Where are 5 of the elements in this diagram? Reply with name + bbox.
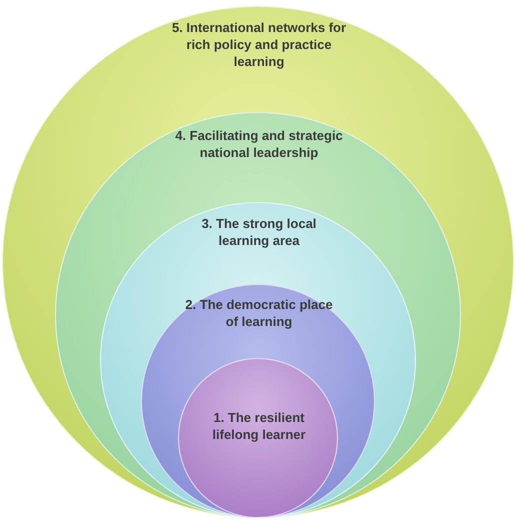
circle-label: 4. Facilitating and strategic national leadership xyxy=(174,127,344,161)
circle-label: 2. The democratic place of learning xyxy=(184,296,334,330)
circle-label: 5. International networks for rich policy and practice learning xyxy=(170,19,348,70)
circle-label: 1. The resilient lifelong learner xyxy=(211,409,307,443)
circle-label: 3. The strong local learning area xyxy=(200,215,318,249)
